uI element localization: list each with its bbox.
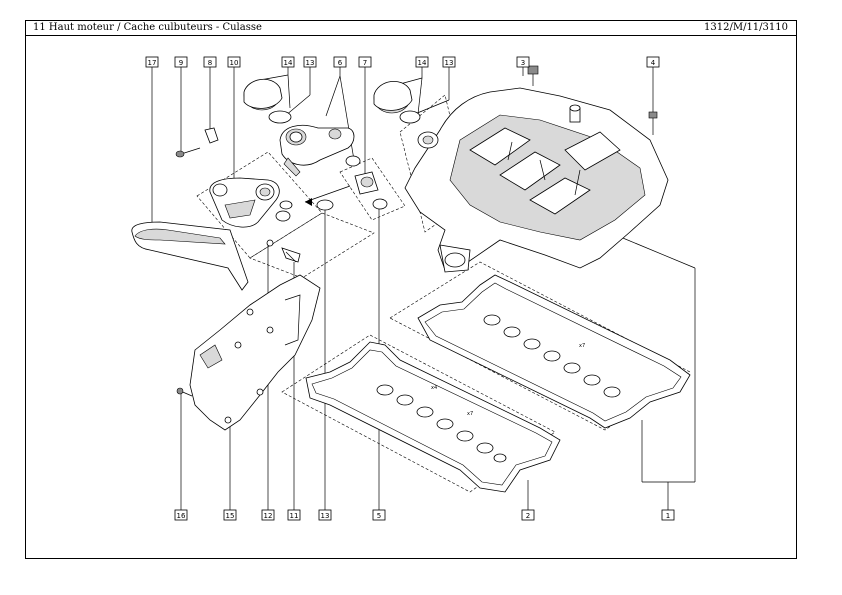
svg-text:4: 4 xyxy=(651,59,656,67)
callout-6: 6 xyxy=(333,56,347,68)
screw-part-16 xyxy=(176,387,193,397)
svg-text:5: 5 xyxy=(377,512,381,520)
callout-14-right: 14 xyxy=(415,56,429,68)
oil-cap-part-14-right xyxy=(373,81,421,124)
reference-number: 1312/M/11/3110 xyxy=(704,22,788,33)
leader-lines xyxy=(151,67,696,510)
callout-13-right: 13 xyxy=(442,56,456,68)
funnel-part-17 xyxy=(131,221,249,291)
callout-14-left: 14 xyxy=(281,56,295,68)
svg-text:3: 3 xyxy=(521,59,525,67)
callout-11: 11 xyxy=(287,509,301,521)
screw-part-9 xyxy=(175,147,201,158)
clip-part-8 xyxy=(204,127,219,144)
svg-text:9: 9 xyxy=(179,59,183,67)
bolt-part-3 xyxy=(527,65,539,86)
valve-part-7 xyxy=(304,171,388,211)
rocker-cover-part-1 xyxy=(404,87,669,273)
callout-13-left: 13 xyxy=(303,56,317,68)
svg-text:16: 16 xyxy=(177,512,186,520)
svg-text:11: 11 xyxy=(290,512,299,520)
svg-text:15: 15 xyxy=(226,512,235,520)
callout-7: 7 xyxy=(358,56,372,68)
washer-part-12 xyxy=(266,239,274,247)
callout-3: 3 xyxy=(516,56,530,68)
breather-housing-part-10 xyxy=(209,177,293,228)
svg-text:2: 2 xyxy=(526,512,530,520)
callout-4: 4 xyxy=(646,56,660,68)
svg-text:14: 14 xyxy=(284,59,293,67)
callout-1: 1 xyxy=(661,509,675,521)
gasket-part-2 xyxy=(305,341,561,493)
svg-text:7: 7 xyxy=(363,59,367,67)
svg-text:13: 13 xyxy=(445,59,454,67)
gasket-part-1-rear xyxy=(417,274,691,429)
callout-2: 2 xyxy=(521,509,535,521)
svg-text:13: 13 xyxy=(306,59,315,67)
svg-text:14: 14 xyxy=(418,59,427,67)
stud-part-4 xyxy=(648,108,658,135)
gasket-1-ports xyxy=(483,314,621,398)
quantity-label-2: x4 xyxy=(431,385,437,391)
gasket-2-ports xyxy=(376,384,507,463)
callout-13-bottom: 13 xyxy=(318,509,332,521)
quantity-label-1: x7 xyxy=(579,343,585,349)
svg-text:10: 10 xyxy=(230,59,239,67)
breather-elbow-part-6 xyxy=(279,124,361,177)
callout-12: 12 xyxy=(261,509,275,521)
header-bar: 11 Haut moteur / Cache culbuteurs - Cula… xyxy=(26,21,796,36)
svg-text:17: 17 xyxy=(148,59,157,67)
callout-5: 5 xyxy=(372,509,386,521)
callout-16: 16 xyxy=(174,509,188,521)
svg-text:8: 8 xyxy=(208,59,212,67)
callout-9: 9 xyxy=(174,56,188,68)
timing-cover-part-15 xyxy=(189,274,321,431)
oil-cap-part-14-left xyxy=(243,79,292,124)
bolt-part-11 xyxy=(281,247,301,263)
svg-text:1: 1 xyxy=(666,512,670,520)
callout-8: 8 xyxy=(203,56,217,68)
callout-10: 10 xyxy=(227,56,241,68)
svg-text:6: 6 xyxy=(338,59,343,67)
svg-text:13: 13 xyxy=(321,512,330,520)
callout-15: 15 xyxy=(223,509,237,521)
quantity-label-3: x7 xyxy=(467,411,473,417)
diagram-title: 11 Haut moteur / Cache culbuteurs - Cula… xyxy=(33,22,262,33)
svg-text:12: 12 xyxy=(264,512,273,520)
diagram-frame: 11 Haut moteur / Cache culbuteurs - Cula… xyxy=(25,20,797,559)
callout-17: 17 xyxy=(145,56,159,68)
